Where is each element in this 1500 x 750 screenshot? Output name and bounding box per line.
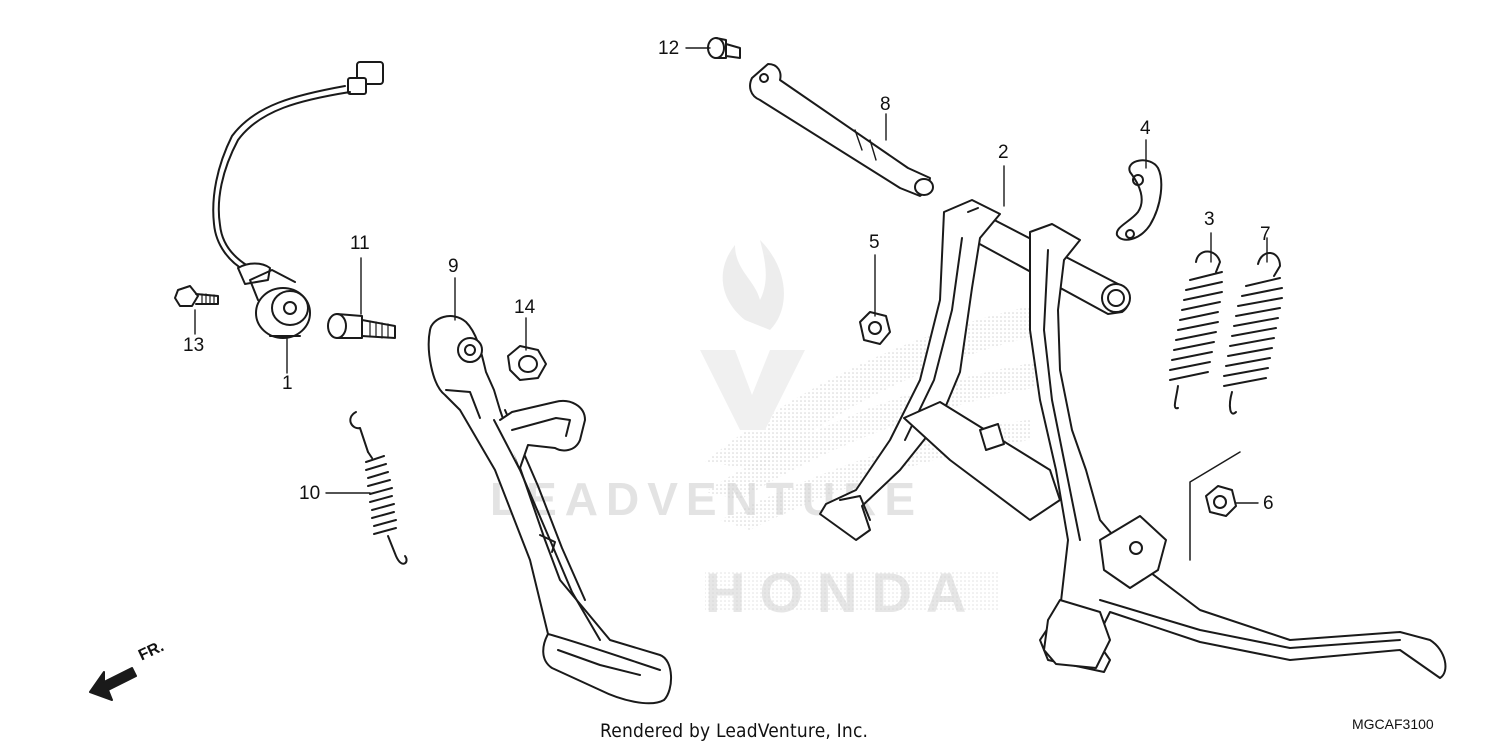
callout-9[interactable]: 9	[448, 256, 459, 277]
bracket-4[interactable]	[1115, 159, 1163, 241]
washer-5[interactable]	[859, 311, 891, 345]
callout-1[interactable]: 1	[282, 373, 293, 394]
washer-6[interactable]	[1189, 451, 1241, 561]
callout-10[interactable]: 10	[299, 483, 321, 504]
side-stand-switch[interactable]	[212, 61, 384, 339]
diagram-code: MGCAF3100	[1352, 716, 1434, 732]
callout-7[interactable]: 7	[1260, 224, 1271, 245]
callout-5[interactable]: 5	[869, 232, 880, 253]
callout-14[interactable]: 14	[514, 297, 536, 318]
watermark-wing-logo	[700, 240, 1060, 610]
bolt-12[interactable]	[707, 37, 741, 59]
main-stand-2[interactable]	[819, 199, 1447, 679]
spring-3[interactable]	[1169, 250, 1223, 410]
callout-13[interactable]: 13	[183, 335, 205, 356]
bolt-13[interactable]	[174, 285, 219, 307]
callout-12[interactable]: 12	[658, 38, 680, 59]
side-stand-9[interactable]	[427, 315, 672, 705]
credit-text: Rendered by LeadVenture, Inc.	[600, 720, 869, 742]
nut-14[interactable]	[507, 345, 547, 381]
callout-6[interactable]: 6	[1263, 493, 1274, 514]
spring-7[interactable]	[1223, 252, 1283, 415]
callout-3[interactable]: 3	[1204, 209, 1215, 230]
callout-2[interactable]: 2	[998, 142, 1009, 163]
callout-8[interactable]: 8	[880, 94, 891, 115]
front-direction-arrow	[89, 667, 137, 701]
shaft-8[interactable]	[749, 63, 934, 197]
callout-4[interactable]: 4	[1140, 118, 1151, 139]
callout-11[interactable]: 11	[350, 233, 370, 254]
spring-10[interactable]	[349, 411, 408, 565]
pivot-bolt-11[interactable]	[327, 313, 396, 339]
leader-lines	[194, 47, 1268, 504]
